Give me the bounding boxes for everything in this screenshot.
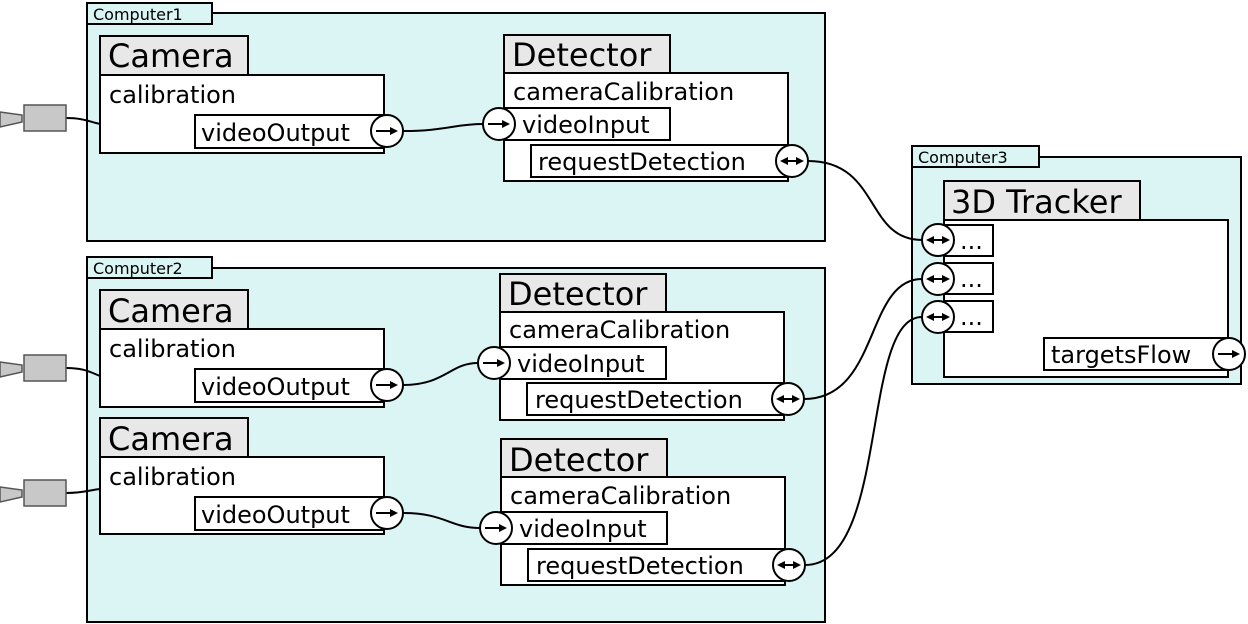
param-label: calibration (109, 335, 236, 363)
param-label: cameraCalibration (509, 316, 730, 344)
wire-camera1-detector1 (402, 123, 484, 132)
node-title: Camera (108, 420, 234, 458)
bidirectional-arrow-icon[interactable] (921, 262, 955, 296)
connections (65, 117, 923, 566)
service-label: requestDetection (538, 148, 746, 176)
node-title: Detector (509, 441, 649, 479)
output-arrow-icon[interactable] (370, 496, 404, 530)
output-label: videoOutput (201, 501, 350, 529)
video-camera-icon (0, 104, 67, 132)
wire-detector2-tracker (803, 278, 923, 400)
camera-node[interactable]: Camera calibration videoOutput (99, 289, 404, 408)
tracker-node[interactable]: 3D Tracker ... ... ... targetsFlow (921, 180, 1246, 378)
output-arrow-icon[interactable] (370, 368, 404, 402)
tracker-port-label: ... (960, 303, 983, 331)
output-arrow-icon[interactable] (1212, 337, 1246, 371)
bidirectional-arrow-icon[interactable] (775, 144, 809, 178)
camera-node[interactable]: Camera calibration videoOutput (99, 417, 404, 535)
wire-camera2-detector2 (402, 362, 479, 386)
input-label: videoInput (517, 350, 645, 378)
input-arrow-icon[interactable] (479, 511, 513, 545)
param-label: calibration (109, 81, 236, 109)
detector-node[interactable]: Detector cameraCalibration videoInput re… (479, 438, 806, 586)
param-label: cameraCalibration (510, 482, 731, 510)
output-label: videoOutput (201, 373, 350, 401)
node-title: Detector (508, 275, 648, 313)
video-camera-icon (0, 354, 67, 382)
wire-device-camera2 (65, 367, 101, 377)
wire-device-camera3 (65, 488, 101, 494)
node-title: Detector (512, 36, 652, 74)
wire-device-camera1 (65, 117, 101, 125)
group-label-computer3: Computer3 (918, 148, 1008, 167)
tracker-port-label: ... (960, 265, 983, 293)
input-label: videoInput (522, 111, 650, 139)
input-label: videoInput (519, 515, 647, 543)
wire-detector3-tracker (804, 316, 923, 566)
bidirectional-arrow-icon[interactable] (921, 223, 955, 257)
group-label-computer2: Computer2 (93, 259, 183, 278)
camera-node[interactable]: Camera calibration videoOutput (99, 35, 404, 154)
output-label: targetsFlow (1051, 341, 1191, 369)
output-arrow-icon[interactable] (370, 114, 404, 148)
service-label: requestDetection (535, 386, 743, 414)
video-camera-icon (0, 479, 67, 507)
bidirectional-arrow-icon[interactable] (772, 548, 806, 582)
detector-node[interactable]: Detector cameraCalibration videoInput re… (477, 273, 805, 421)
wire-camera3-detector3 (402, 512, 481, 529)
detector-node[interactable]: Detector cameraCalibration videoInput re… (482, 34, 809, 182)
wire-detector1-tracker (807, 160, 923, 241)
node-title: Camera (108, 37, 234, 75)
input-arrow-icon[interactable] (482, 107, 516, 141)
service-label: requestDetection (536, 552, 744, 580)
param-label: calibration (109, 463, 236, 491)
tracker-port-label: ... (960, 227, 983, 255)
output-label: videoOutput (201, 119, 350, 147)
input-arrow-icon[interactable] (477, 346, 511, 380)
bidirectional-arrow-icon[interactable] (921, 300, 955, 334)
node-title: 3D Tracker (951, 183, 1122, 221)
group-label-computer1: Computer1 (93, 5, 183, 24)
bidirectional-arrow-icon[interactable] (771, 382, 805, 416)
node-title: Camera (108, 292, 234, 330)
param-label: cameraCalibration (513, 78, 734, 106)
